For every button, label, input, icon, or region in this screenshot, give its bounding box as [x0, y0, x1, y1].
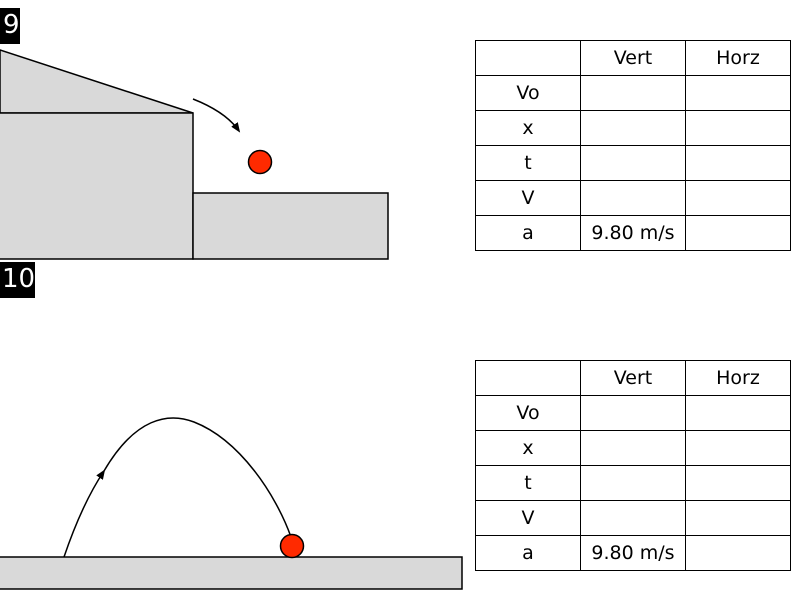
cell-vert: [580, 465, 686, 501]
row-label: a: [475, 535, 581, 571]
table-row: Vo: [475, 75, 791, 111]
building-block: [0, 112, 194, 260]
trajectory-arc-10: [103, 417, 292, 538]
table-row: V: [475, 500, 791, 536]
header-horz: Horz: [685, 360, 791, 396]
header-vert: Vert: [580, 40, 686, 76]
ground-surface: [0, 556, 463, 590]
row-label: x: [475, 430, 581, 466]
row-label: Vo: [475, 395, 581, 431]
ball-9: [247, 149, 273, 175]
sloped-roof: [0, 49, 194, 114]
table-row: a 9.80 m/s: [475, 535, 791, 571]
row-label: x: [475, 110, 581, 146]
cell-horz: [685, 110, 791, 146]
cell-vert: [580, 430, 686, 466]
cell-horz: [685, 430, 791, 466]
problem-number-9: 9: [0, 8, 20, 44]
row-label: V: [475, 180, 581, 216]
cell-horz: [685, 500, 791, 536]
header-blank: [475, 40, 581, 76]
cell-horz: [685, 535, 791, 571]
row-label: t: [475, 145, 581, 181]
trajectory-arrow-9: [192, 98, 241, 133]
row-label: a: [475, 215, 581, 251]
cell-horz: [685, 465, 791, 501]
table-row: x: [475, 110, 791, 146]
table-row: Vo: [475, 395, 791, 431]
header-vert: Vert: [580, 360, 686, 396]
cell-vert: [580, 145, 686, 181]
problem-number-10: 10: [0, 262, 35, 298]
table-row: V: [475, 180, 791, 216]
table-row: a 9.80 m/s: [475, 215, 791, 251]
table-row: t: [475, 465, 791, 501]
cell-vert: [580, 500, 686, 536]
cell-horz: [685, 145, 791, 181]
row-label: Vo: [475, 75, 581, 111]
header-horz: Horz: [685, 40, 791, 76]
cell-vert: [580, 180, 686, 216]
cell-vert: [580, 75, 686, 111]
cell-horz: [685, 180, 791, 216]
lower-ledge: [192, 192, 389, 260]
kinematics-table-9: Vert Horz Vo x t V a 9.80 m/s: [475, 40, 791, 251]
table-header-row: Vert Horz: [475, 360, 791, 396]
row-label: t: [475, 465, 581, 501]
table-row: t: [475, 145, 791, 181]
cell-horz: [685, 215, 791, 251]
cell-vert: 9.80 m/s: [580, 215, 686, 251]
header-blank: [475, 360, 581, 396]
cell-horz: [685, 75, 791, 111]
ball-10: [279, 533, 305, 559]
row-label: V: [475, 500, 581, 536]
trajectory-arrow-10a: [63, 469, 106, 558]
cell-vert: [580, 110, 686, 146]
cell-vert: [580, 395, 686, 431]
table-header-row: Vert Horz: [475, 40, 791, 76]
cell-horz: [685, 395, 791, 431]
table-row: x: [475, 430, 791, 466]
cell-vert: 9.80 m/s: [580, 535, 686, 571]
kinematics-table-10: Vert Horz Vo x t V a 9.80 m/s: [475, 360, 791, 571]
scene-10: [0, 417, 463, 590]
scene-9: [0, 49, 389, 260]
